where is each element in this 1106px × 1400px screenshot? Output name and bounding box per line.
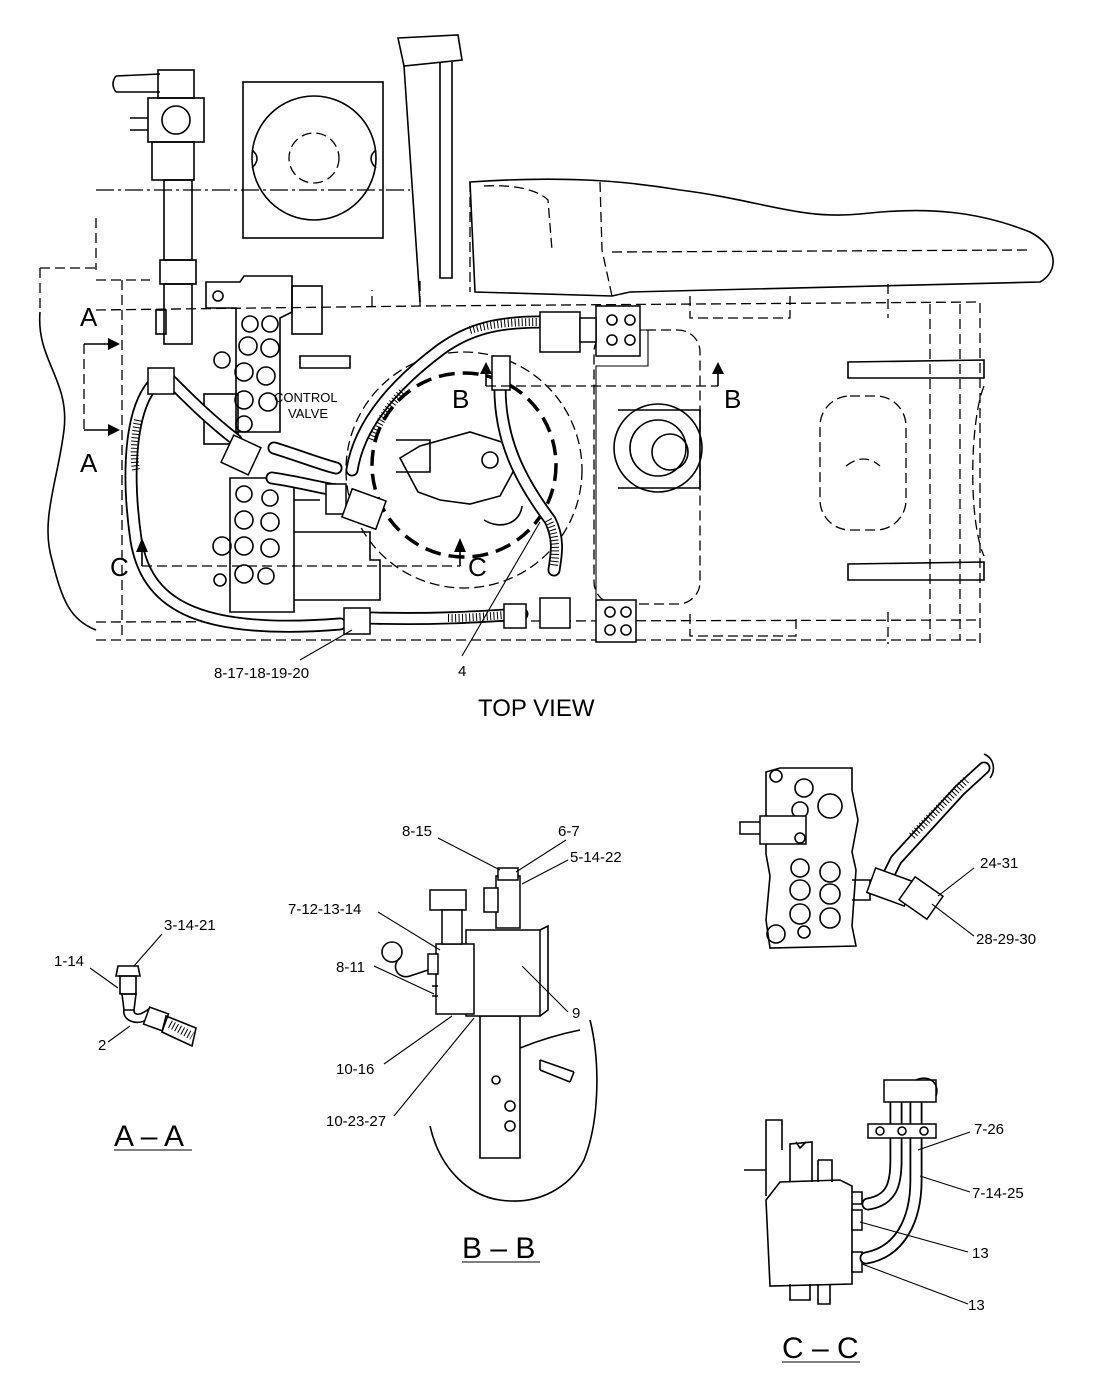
fittings [147, 305, 649, 643]
callout-13-lower: 13 [968, 1297, 985, 1314]
valve-body-cc [744, 1119, 863, 1305]
callout-13-upper: 13 [972, 1245, 989, 1262]
pilot-valve [112, 69, 205, 345]
filter-housing [242, 81, 384, 239]
leaders-bb [373, 837, 569, 1117]
cut-label-c-left: C [110, 552, 129, 582]
seat-column [96, 34, 463, 303]
callout-6-7: 6-7 [558, 823, 580, 840]
section-b-b: 8-15 6-7 5-14-22 7-12-13-14 8-11 9 10-16… [288, 823, 622, 1265]
pump-assembly [345, 351, 583, 589]
callout-10-16: 10-16 [336, 1061, 374, 1078]
callout-7-12-13-14: 7-12-13-14 [288, 901, 361, 918]
callout-clamp: 8-17-18-19-20 [214, 665, 309, 682]
callout-8-11: 8-11 [336, 959, 365, 976]
callout-2: 2 [98, 1037, 106, 1054]
section-label-bb: B – B [462, 1232, 535, 1265]
callout-28-29-30: 28-29-30 [976, 931, 1036, 948]
elbow-fitting-aa [115, 965, 197, 1048]
chassis-frame [38, 218, 985, 644]
leaders-aa [89, 933, 163, 1043]
section-c-c: 7-26 7-14-25 13 13 C – C [744, 1077, 1024, 1365]
hydraulic-tank [593, 329, 703, 605]
section-label-aa: A – A [114, 1120, 184, 1153]
detail-valve: 24-31 28-29-30 [739, 753, 1036, 949]
cut-label-c-right: C [468, 552, 487, 582]
leaders-cc [859, 1131, 971, 1305]
callout-5-14-22: 5-14-22 [570, 849, 622, 866]
callout-3-14-21: 3-14-21 [164, 917, 216, 934]
callout-7-14-25: 7-14-25 [972, 1185, 1024, 1202]
control-valve-label-line1: CONTROL [274, 390, 338, 405]
top-view-title: TOP VIEW [478, 695, 595, 722]
engine-cover [469, 178, 1054, 297]
callout-10-23-27: 10-23-27 [326, 1113, 386, 1130]
callout-9: 9 [572, 1005, 580, 1022]
callout-7-26: 7-26 [974, 1121, 1004, 1138]
control-valve-upper [203, 275, 351, 445]
section-cut-lines [83, 338, 724, 567]
cut-label-b-right: B [724, 384, 741, 414]
pipes-cc [859, 1077, 938, 1265]
solenoid-valve-bb [381, 867, 549, 1017]
bracket-bb [429, 1015, 598, 1202]
callout-hose: 4 [458, 663, 466, 680]
callout-1-14: 1-14 [54, 953, 84, 970]
cut-label-a-upper: A [80, 302, 98, 332]
section-a-a: 3-14-21 1-14 2 A – A [54, 917, 216, 1153]
callout-24-31: 24-31 [980, 855, 1018, 872]
control-valve-label-line2: VALVE [288, 406, 328, 421]
hoses [124, 315, 563, 633]
callout-8-15: 8-15 [402, 823, 432, 840]
section-label-cc: C – C [782, 1332, 859, 1365]
cut-label-a-lower: A [80, 448, 98, 478]
leader-lines [299, 521, 541, 661]
top-view: A A B B C C CONTROL VALVE 8-17-18-19-20 … [38, 34, 1054, 722]
cut-label-b-left: B [452, 384, 469, 414]
